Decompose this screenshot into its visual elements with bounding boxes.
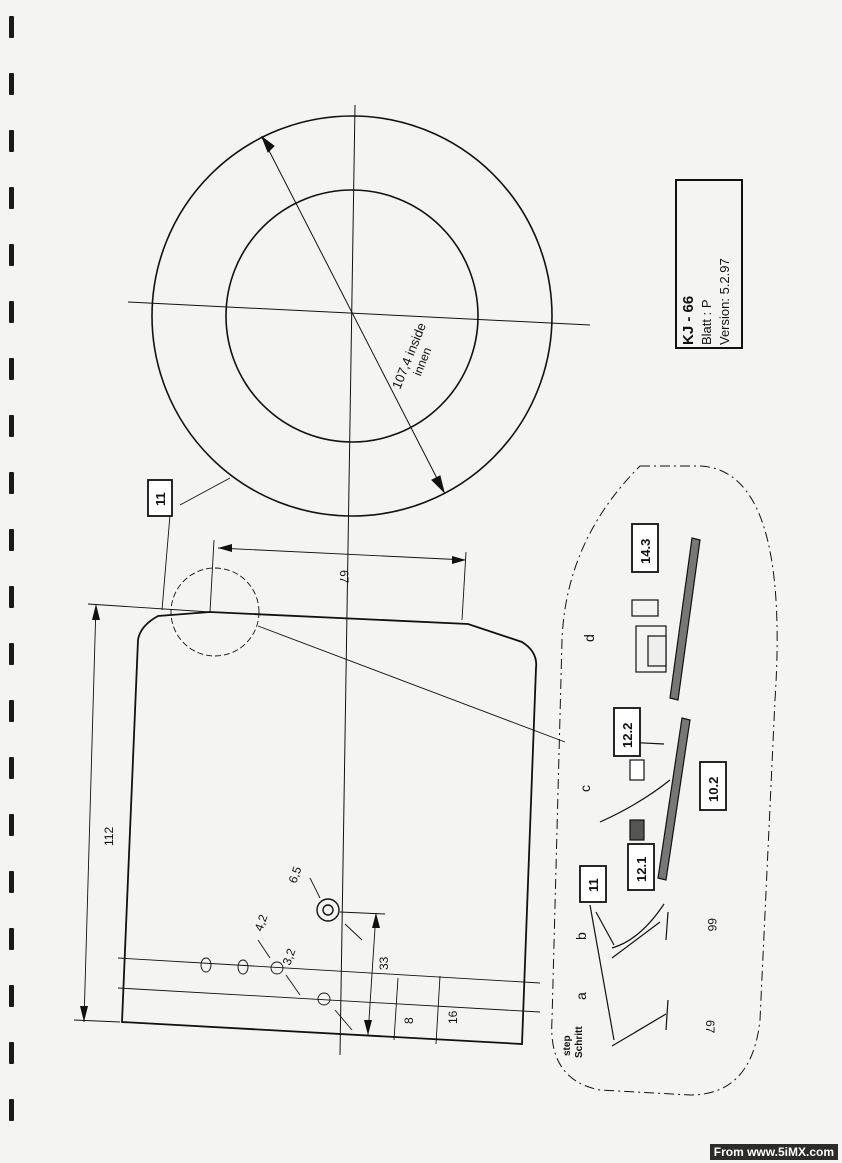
label-box-10-2: [699, 761, 727, 811]
dim-16: 16: [446, 1010, 460, 1024]
binder-hole: [9, 871, 14, 893]
binder-hole: [9, 358, 14, 380]
binder-hole: [9, 757, 14, 779]
binder-hole: [9, 928, 14, 950]
center-line-horizontal: [127, 301, 591, 326]
label-12-2: 12.2: [620, 723, 635, 748]
dim-33: 33: [377, 956, 391, 970]
detail-frame: [551, 465, 778, 1096]
dim-112: 112: [102, 827, 116, 846]
binder-hole: [9, 586, 14, 608]
step-a: a: [573, 992, 589, 1000]
binder-hole: [9, 130, 14, 152]
part-outline: [121, 611, 538, 1045]
label-14-3: 14.3: [638, 539, 653, 564]
dim-8: 8: [402, 1017, 416, 1024]
dim-3-2: 3,2: [280, 946, 299, 967]
dim-66: 66: [705, 918, 719, 932]
center-line-vertical: [339, 104, 356, 1056]
binder-hole: [9, 643, 14, 665]
step-b: b: [573, 932, 589, 940]
binder-hole: [9, 1042, 14, 1064]
dim-67-step: 67: [703, 1020, 717, 1034]
binder-hole: [9, 1099, 14, 1121]
title-model: KJ - 66: [680, 296, 697, 345]
binder-hole: [9, 244, 14, 266]
plate-d: [669, 537, 701, 701]
title-sheet: Blatt : P: [699, 299, 714, 345]
binder-hole: [9, 415, 14, 437]
source-footer: From www.5iMX.com: [709, 1144, 838, 1160]
binder-hole: [9, 187, 14, 209]
step-d: d: [581, 634, 597, 642]
label-box-main: [147, 479, 173, 517]
binder-hole: [9, 16, 14, 38]
label-main: 11: [153, 492, 168, 506]
label-11: 11: [586, 878, 601, 892]
binder-hole: [9, 73, 14, 95]
binder-hole: [9, 700, 14, 722]
title-version: Version: 5.2.97: [717, 258, 732, 345]
binder-hole: [9, 472, 14, 494]
diameter-line: [261, 136, 445, 493]
label-box-11: [579, 865, 607, 903]
title-block: [675, 179, 743, 349]
binder-hole: [9, 529, 14, 551]
label-12-1: 12.1: [634, 857, 649, 882]
step-label-de: Schritt: [574, 1026, 585, 1058]
outer-circle: [151, 115, 553, 517]
plate-10-2: [657, 717, 691, 881]
inner-circle: [225, 189, 479, 443]
binder-hole: [9, 985, 14, 1007]
binder-hole: [9, 814, 14, 836]
dim-6-5: 6,5: [286, 864, 305, 885]
step-c: c: [577, 785, 593, 792]
dim-67-top: 67: [337, 570, 351, 584]
dim-4-2: 4,2: [252, 912, 271, 933]
label-box-12-2: [613, 707, 641, 757]
label-10-2: 10.2: [706, 777, 721, 802]
label-box-14-3: [631, 523, 659, 573]
label-box-12-1: [627, 843, 655, 891]
binder-hole: [9, 301, 14, 323]
step-label-en: step: [562, 1035, 573, 1056]
